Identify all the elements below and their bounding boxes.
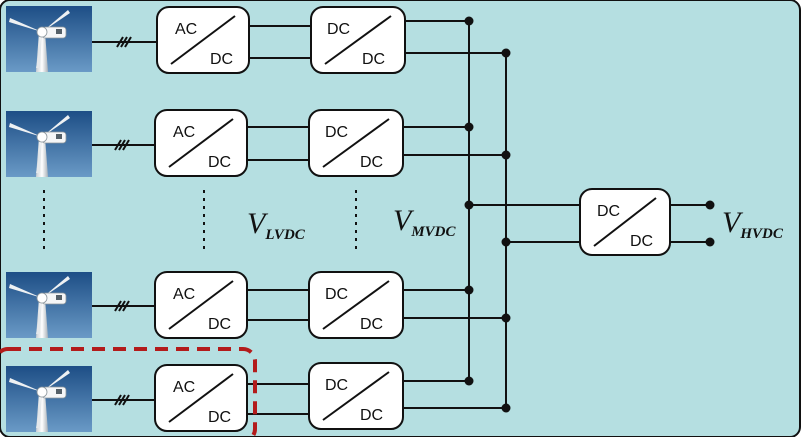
turbine-3	[6, 272, 92, 338]
dcdc-converter-1: DC DC	[310, 6, 406, 74]
hvdc-links	[469, 204, 710, 243]
dcdc-converter-4: DC DC	[308, 362, 404, 430]
svg-text:AC: AC	[173, 379, 195, 396]
svg-text:DC: DC	[208, 316, 231, 333]
svg-text:DC: DC	[362, 51, 385, 68]
svg-text:DC: DC	[327, 21, 350, 38]
svg-text:DC: DC	[208, 409, 231, 426]
dcdc-converter-2: DC DC	[308, 109, 404, 177]
lvdc-links	[247, 25, 311, 415]
svg-text:DC: DC	[210, 51, 233, 68]
wind-turbine-icon	[6, 366, 92, 432]
mvdc-label: VMVDC	[393, 204, 457, 240]
svg-text:DC: DC	[597, 203, 620, 220]
svg-text:AC: AC	[173, 124, 195, 141]
wind-turbine-icon	[6, 6, 92, 72]
svg-text:DC: DC	[360, 407, 383, 424]
svg-text:DC: DC	[208, 154, 231, 171]
three-phase-cable-icon	[114, 36, 132, 406]
continuation-dots	[43, 190, 357, 254]
acdc-converter-4: AC DC	[154, 364, 248, 432]
acdc-converter-3: AC DC	[154, 271, 248, 339]
svg-text:DC: DC	[325, 124, 348, 141]
svg-text:DC: DC	[630, 233, 653, 250]
svg-text:DC: DC	[325, 377, 348, 394]
svg-text:DC: DC	[325, 286, 348, 303]
turbine-4	[6, 366, 92, 432]
svg-text:AC: AC	[175, 21, 197, 38]
acdc-converter-1: AC DC	[156, 6, 250, 74]
turbine-1	[6, 6, 92, 72]
turbine-2	[6, 111, 92, 177]
highlighted-unit-outline	[0, 347, 257, 437]
wind-turbine-icon	[6, 111, 92, 177]
hvdc-label: VHVDC	[722, 206, 784, 242]
junction-dots	[464, 16, 715, 413]
mvdc-feeders	[403, 20, 506, 409]
lvdc-label: VLVDC	[247, 207, 306, 243]
dcdc-converter-3: DC DC	[308, 271, 404, 339]
wind-turbine-icon	[6, 272, 92, 338]
svg-text:DC: DC	[360, 316, 383, 333]
acdc-converter-2: AC DC	[154, 109, 248, 177]
svg-text:AC: AC	[173, 286, 195, 303]
hvdc-converter: DC DC	[579, 188, 671, 256]
svg-text:DC: DC	[360, 154, 383, 171]
